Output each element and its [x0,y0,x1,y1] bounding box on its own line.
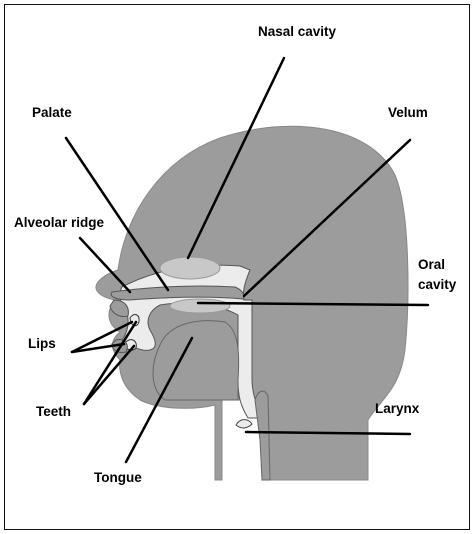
oral-cavity-label-line1: Oral [418,257,445,272]
nasal-cavity-label: Nasal cavity [258,24,337,39]
oral-cavity-label-line2: cavity [418,277,457,292]
oral-cavity-region [170,299,230,313]
nasal-cavity-region [160,257,220,279]
lips-label: Lips [28,336,56,351]
alveolar-ridge-label: Alveolar ridge [14,215,105,230]
palate-label: Palate [32,105,72,120]
epiglottis [236,420,252,428]
larynx-structure [255,391,270,480]
larynx-label: Larynx [375,401,420,416]
tongue-label: Tongue [94,470,142,485]
velum-label: Velum [388,105,428,120]
teeth-label: Teeth [36,404,71,419]
